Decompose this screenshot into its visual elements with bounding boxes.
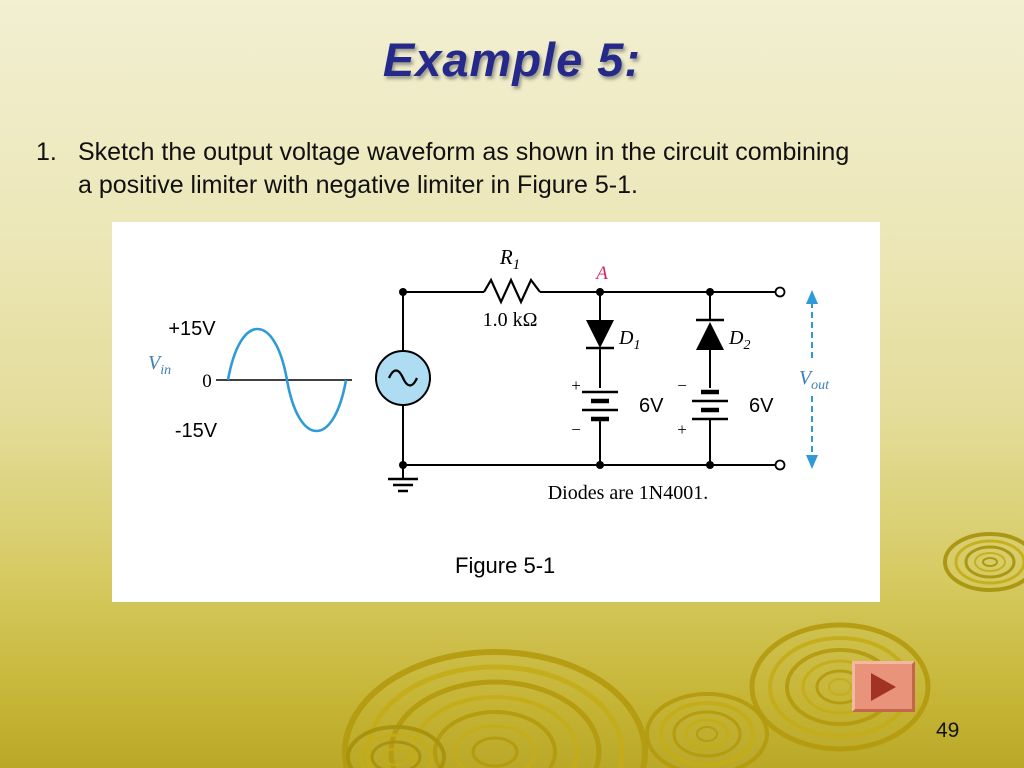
sine-symbol-icon xyxy=(387,369,419,387)
vout-label: Vout xyxy=(799,367,830,393)
battery-d2-symbol xyxy=(692,389,728,421)
figure-panel: +15V Vin 0 -15V xyxy=(112,222,880,602)
diode-note: Diodes are 1N4001. xyxy=(548,482,709,504)
vin-label: Vin xyxy=(148,352,171,378)
waveform-neg-label: -15V xyxy=(175,420,218,442)
diode-d1-branch: + − D1 6V xyxy=(571,292,664,465)
decorative-ripple xyxy=(346,725,446,768)
resistor-r1: R1 1.0 kΩ xyxy=(483,245,541,331)
list-item-text: Sketch the output voltage waveform as sh… xyxy=(78,136,849,202)
decorative-ripple xyxy=(943,532,1024,592)
diode-d2-symbol xyxy=(696,322,724,350)
play-icon xyxy=(871,672,896,701)
junction-dots xyxy=(399,288,714,469)
resistor-name: R1 xyxy=(499,245,520,273)
arrow-up-icon xyxy=(806,290,818,304)
battery-d1-top-sign: + xyxy=(571,376,581,395)
vout-arrow: Vout xyxy=(799,290,830,469)
battery-d2-bottom-sign: + xyxy=(677,420,687,439)
decorative-ripple xyxy=(645,692,769,768)
body-line-1: Sketch the output voltage waveform as sh… xyxy=(78,138,850,166)
wires xyxy=(403,291,776,466)
page-number: 49 xyxy=(936,719,960,742)
resistor-value: 1.0 kΩ xyxy=(483,309,538,331)
ground-symbol xyxy=(388,465,418,493)
diode-d1-name: D1 xyxy=(618,327,640,353)
input-waveform: +15V Vin 0 -15V xyxy=(148,318,352,442)
ac-source xyxy=(375,292,431,465)
battery-d2-value: 6V xyxy=(749,395,774,417)
battery-d1-symbol xyxy=(582,390,618,422)
waveform-zero-label: 0 xyxy=(202,371,212,392)
battery-d2-top-sign: − xyxy=(677,376,687,395)
circuit-diagram: +15V Vin 0 -15V xyxy=(148,245,830,578)
output-terminals xyxy=(774,286,786,471)
battery-d1-value: 6V xyxy=(639,395,664,417)
arrow-down-icon xyxy=(806,455,818,469)
decorative-ripple xyxy=(342,649,648,768)
resistor-symbol xyxy=(483,277,541,305)
body-line-2: a positive limiter with negative limiter… xyxy=(78,171,638,199)
diode-d1-symbol xyxy=(586,320,614,348)
figure-caption: Figure 5-1 xyxy=(455,553,555,578)
diode-d2-name: D2 xyxy=(728,327,750,353)
list-number: 1. xyxy=(36,138,57,166)
node-a-label: A xyxy=(594,263,608,284)
sine-wave xyxy=(226,327,348,433)
battery-d1-bottom-sign: − xyxy=(571,420,581,439)
diode-d2-branch: − + D2 6V xyxy=(677,292,774,465)
decorative-ripple xyxy=(749,622,931,752)
next-slide-button[interactable] xyxy=(852,661,915,712)
waveform-pos-label: +15V xyxy=(168,318,216,340)
body-text: 1. Sketch the output voltage waveform as… xyxy=(36,136,986,202)
page-title: Example 5: xyxy=(382,33,642,86)
